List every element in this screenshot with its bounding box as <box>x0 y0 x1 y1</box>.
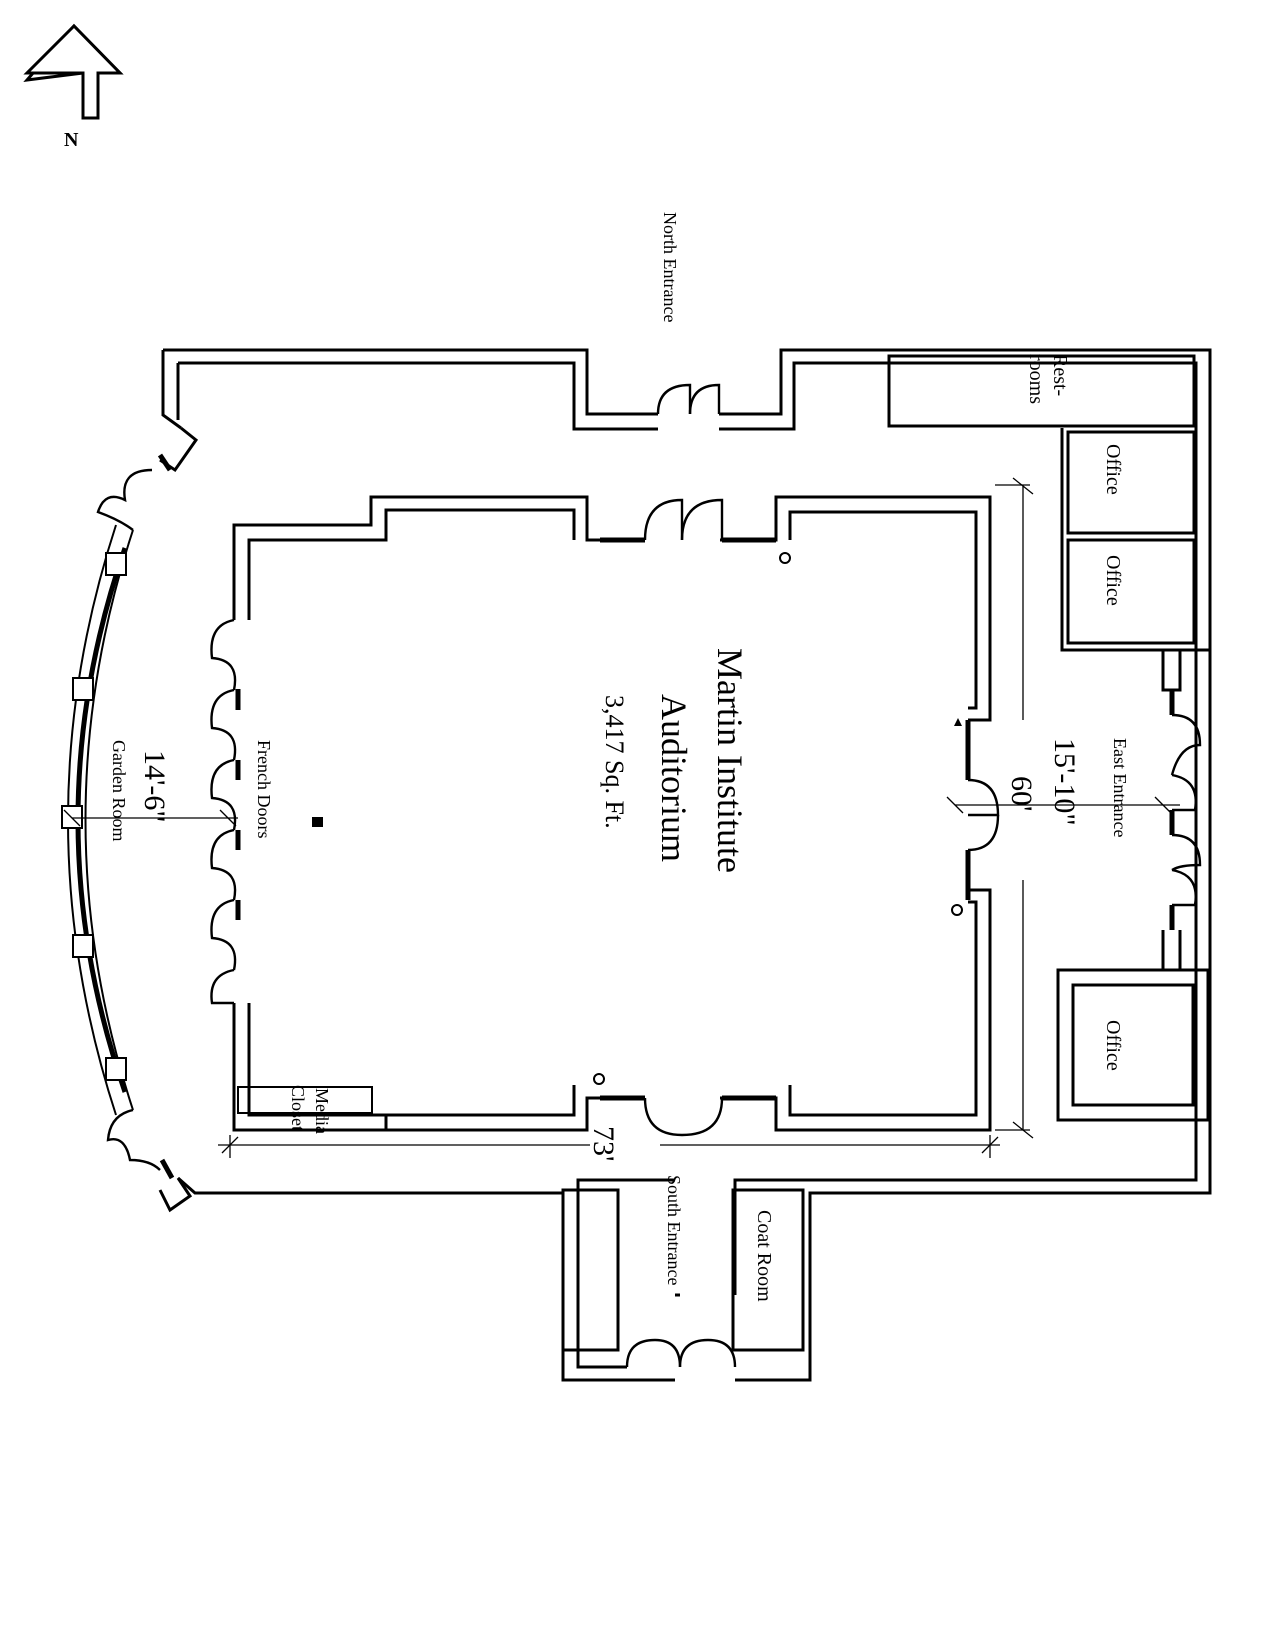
dimension-length-label: 73' <box>587 1126 620 1161</box>
restrooms-label-line2: rooms <box>1025 354 1047 404</box>
french-doors <box>210 618 241 1005</box>
media-closet-label-line1: Media <box>312 1088 332 1134</box>
dimension-width-label: 60' <box>1005 776 1038 811</box>
auditorium-name-line1: Martin Institute <box>710 648 750 873</box>
labels: Martin Institute Auditorium 3,417 Sq. Ft… <box>109 212 1130 1302</box>
office-3-label: Office <box>1102 1020 1124 1071</box>
garden-room-label: Garden Room <box>109 740 129 841</box>
south-entrance-label: South Entrance <box>664 1175 684 1285</box>
auditorium-name-line2: Auditorium <box>654 694 694 862</box>
dimension-garden-room-label: 14'-6" <box>138 750 171 823</box>
dimension-lines <box>63 477 1180 1158</box>
garden-room-wall <box>61 426 199 1213</box>
french-doors-label: French Doors <box>254 740 274 838</box>
restrooms-label-line1: Rest- <box>1049 354 1071 396</box>
east-entrance-label: East Entrance <box>1110 738 1130 837</box>
north-label: N <box>64 129 79 151</box>
office-2-label: Office <box>1102 555 1124 606</box>
east-rooms <box>887 354 1210 1122</box>
media-closet-label-line2: Closet <box>288 1085 308 1131</box>
north-entrance-doors <box>656 383 721 415</box>
office-1-label: Office <box>1102 444 1124 495</box>
dimension-east-corridor-label: 15'-10" <box>1048 738 1081 826</box>
north-entrance-label: North Entrance <box>660 212 680 322</box>
south-rooms <box>237 1086 805 1368</box>
coat-room-label: Coat Room <box>753 1210 775 1302</box>
auditorium-area: 3,417 Sq. Ft. <box>600 695 629 829</box>
floor-box-icon <box>312 817 323 827</box>
auditorium-walls <box>232 495 1000 1137</box>
north-arrow-icon: N <box>23 23 124 151</box>
outer-walls <box>161 348 1212 1382</box>
